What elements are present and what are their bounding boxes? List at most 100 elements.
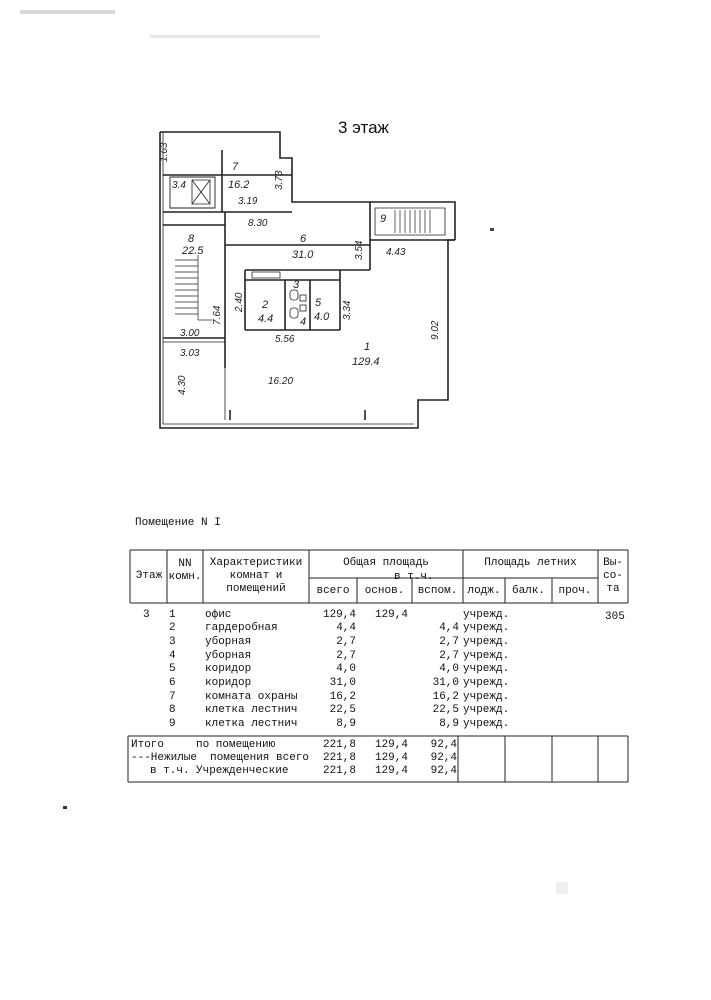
svg-text:22.5: 22.5	[181, 245, 204, 257]
svg-text:3.19: 3.19	[238, 196, 258, 207]
row-type: учрежд.	[463, 636, 510, 648]
svg-text:5: 5	[315, 297, 322, 309]
row-name: клетка лестнич	[205, 704, 298, 716]
header-height-2: со-	[603, 570, 623, 582]
svg-text:3.03: 3.03	[180, 348, 200, 359]
row-number: 3	[169, 636, 176, 648]
row-aux: 31,0	[432, 677, 459, 689]
floor-value: 3	[143, 609, 150, 621]
svg-text:4.4: 4.4	[258, 313, 273, 325]
header-characteristics-3: помещений	[226, 583, 286, 595]
row-type: учрежд.	[463, 691, 510, 703]
svg-text:3.4: 3.4	[172, 180, 186, 191]
row-number: 7	[169, 691, 176, 703]
header-floor: Этаж	[135, 570, 163, 582]
header-aux: вспом.	[417, 585, 458, 597]
svg-text:3.34: 3.34	[342, 300, 353, 320]
row-number: 4	[169, 650, 176, 662]
row-type: учрежд.	[463, 677, 510, 689]
row-aux: 4,4	[439, 622, 459, 634]
row-total: 4,0	[336, 663, 356, 675]
totals-aux: 92,4	[430, 739, 457, 751]
row-type: учрежд.	[463, 718, 510, 730]
totals-main: 129,4	[374, 752, 408, 764]
header-total-area: Общая площадь	[343, 557, 429, 569]
row-main: 129,4	[374, 609, 408, 621]
row-total: 8,9	[336, 718, 356, 730]
header-height-1: Вы-	[603, 557, 623, 569]
totals-label-a: ---Нежилые	[131, 752, 198, 764]
row-name: офис	[205, 609, 232, 621]
row-type: учрежд.	[463, 663, 510, 675]
row-name: гардеробная	[205, 622, 278, 634]
totals-label-a: Итого	[131, 739, 165, 751]
row-total: 16,2	[329, 691, 356, 703]
floor-plan-drawing: 7 16.2 1.63 3.73 3.19 8.30 6 31.0 3.54 4…	[159, 131, 456, 429]
totals-aux: 92,4	[430, 765, 457, 777]
floor-plan-title: 3 этаж	[338, 118, 389, 137]
row-total: 22,5	[329, 704, 356, 716]
row-number: 6	[169, 677, 176, 689]
header-summer-area: Площадь летних	[484, 557, 577, 569]
row-aux: 8,9	[439, 718, 459, 730]
room-7-area: 16.2	[228, 179, 249, 191]
premise-title: Помещение N I	[135, 517, 221, 529]
row-aux: 2,7	[439, 650, 459, 662]
row-total: 2,7	[336, 650, 356, 662]
row-type: учрежд.	[463, 622, 510, 634]
row-number: 8	[169, 704, 176, 716]
row-total: 31,0	[329, 677, 356, 689]
totals-total: 221,8	[322, 765, 356, 777]
row-name: уборная	[205, 650, 252, 662]
svg-text:6: 6	[300, 233, 307, 245]
row-type: учрежд.	[463, 609, 510, 621]
row-total: 4,4	[336, 622, 356, 634]
svg-text:3.73: 3.73	[274, 170, 285, 190]
header-nn-room: комн.	[168, 571, 202, 583]
totals-total: 221,8	[322, 752, 356, 764]
svg-text:3: 3	[293, 279, 300, 291]
svg-text:8.30: 8.30	[248, 218, 268, 229]
row-number: 5	[169, 663, 176, 675]
room-7-number: 7	[232, 161, 239, 173]
svg-text:1.63: 1.63	[159, 142, 170, 162]
height-value: 305	[605, 611, 625, 623]
svg-text:16.20: 16.20	[268, 376, 293, 387]
svg-text:31.0: 31.0	[292, 249, 314, 261]
row-total: 2,7	[336, 636, 356, 648]
row-aux: 16,2	[432, 691, 459, 703]
svg-text:2.40: 2.40	[234, 292, 245, 313]
row-name: уборная	[205, 636, 252, 648]
row-number: 1	[169, 609, 176, 621]
totals-label-a: в т.ч.	[150, 765, 190, 777]
totals-main: 129,4	[374, 765, 408, 777]
totals-aux: 92,4	[430, 752, 457, 764]
header-height-3: та	[606, 583, 620, 595]
header-nn: NN	[178, 558, 192, 570]
svg-text:4.43: 4.43	[386, 247, 406, 258]
header-total: всего	[316, 585, 350, 597]
svg-text:3.54: 3.54	[354, 240, 365, 260]
row-aux: 22,5	[432, 704, 459, 716]
header-characteristics-1: Характеристики	[209, 557, 303, 569]
svg-text:129.4: 129.4	[352, 356, 380, 368]
row-name: комната охраны	[205, 691, 298, 703]
totals-label-b: Учрежденческие	[196, 765, 289, 777]
svg-text:2: 2	[261, 299, 268, 311]
header-balcony: балк.	[511, 585, 545, 597]
totals-main: 129,4	[374, 739, 408, 751]
row-aux: 2,7	[439, 636, 459, 648]
row-aux: 4,0	[439, 663, 459, 675]
row-name: коридор	[205, 663, 252, 675]
header-characteristics-2: комнат и	[229, 570, 283, 582]
svg-text:7.64: 7.64	[212, 305, 223, 325]
header-main: основ.	[364, 585, 405, 597]
row-name: клетка лестнич	[205, 718, 298, 730]
row-name: коридор	[205, 677, 252, 689]
row-type: учрежд.	[463, 704, 510, 716]
totals-total: 221,8	[322, 739, 356, 751]
totals-label-b: по помещению	[196, 739, 276, 751]
row-number: 9	[169, 718, 176, 730]
